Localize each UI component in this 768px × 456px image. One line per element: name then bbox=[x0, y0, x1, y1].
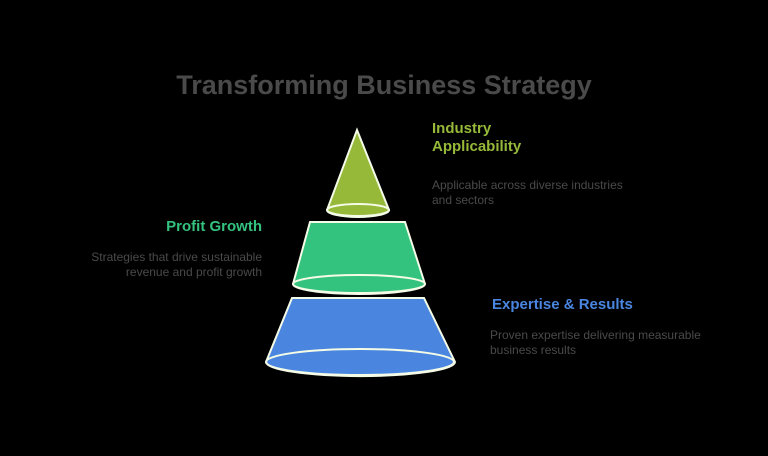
tier-top-description: Applicable across diverse industries and… bbox=[432, 178, 623, 208]
tier-bottom-label: Expertise & Results bbox=[492, 296, 633, 313]
tier-top-description-line1: Applicable across diverse industries bbox=[432, 178, 623, 192]
tier-top-label-line1: Industry bbox=[432, 120, 492, 137]
tier-middle-label: Profit Growth bbox=[166, 218, 262, 235]
pyramid-tier-middle bbox=[291, 221, 427, 295]
diagram-title: Transforming Business Strategy bbox=[176, 70, 592, 100]
tier-top-label: Industry Applicability bbox=[432, 120, 521, 156]
tier-top-description-line2: and sectors bbox=[432, 193, 495, 207]
tier-middle-description-line1: Strategies that drive sustainable bbox=[91, 250, 262, 264]
tier-middle-description: Strategies that drive sustainable revenu… bbox=[60, 250, 262, 280]
tier-bottom-description-line2: business results bbox=[490, 343, 577, 357]
pyramid-tier-bottom bbox=[264, 297, 457, 378]
tier-middle-description-line2: revenue and profit growth bbox=[125, 265, 262, 279]
tier-top-label-line2: Applicability bbox=[432, 138, 522, 155]
pyramid-tier-top bbox=[325, 127, 391, 218]
tier-bottom-description: Proven expertise delivering measurable b… bbox=[490, 328, 701, 358]
tier-bottom-description-line1: Proven expertise delivering measurable bbox=[490, 328, 701, 342]
